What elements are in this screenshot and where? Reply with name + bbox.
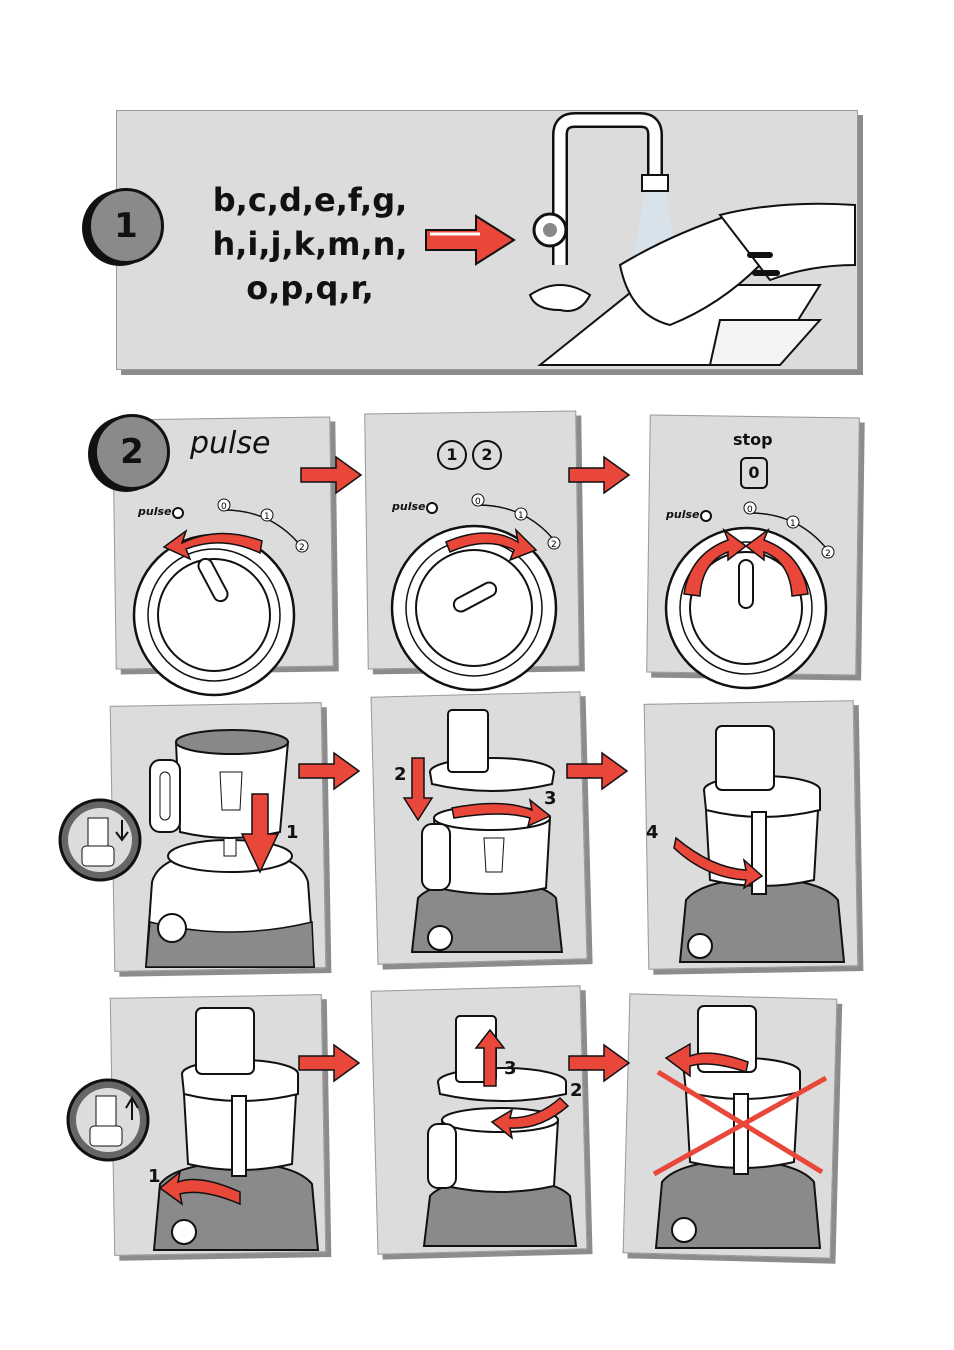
bowl-placement-illustration [144,729,316,968]
removal-inset-icon [66,1078,150,1162]
assembly-inset-icon [58,798,142,882]
next-arrow-icon [566,751,629,791]
dial1-pulse-label: pulse [138,505,172,518]
next-arrow-icon [300,455,363,495]
speed-2-badge: 2 [472,440,502,470]
dial-speed-illustration: 0 1 2 [390,493,561,692]
dial-stop-illustration: 0 1 2 [664,501,835,690]
lid-placement-illustration [402,709,564,953]
step-number-2: 2 [394,764,407,785]
step1-badge: 1 [88,188,164,264]
next-arrow-icon [568,455,631,495]
letters-line-2: h,i,j,k,m,n, [212,225,408,263]
svg-text:0: 0 [747,505,753,515]
dial-pulse-illustration: 0 1 2 [132,498,309,697]
letters-line-3: o,p,q,r, [246,269,374,307]
svg-text:1: 1 [518,511,524,521]
letters-line-1: b,c,d,e,f,g, [212,181,408,219]
step1-letter-list: b,c,d,e,f,g, h,i,j,k,m,n, o,p,q,r, [190,178,430,310]
svg-text:1: 1 [264,512,270,522]
dial2-pulse-label: pulse [392,500,426,513]
stop-badge: 0 [740,457,768,489]
next-arrow-icon [298,1043,361,1083]
svg-text:0: 0 [475,497,481,507]
speed-1-badge: 1 [437,440,467,470]
locked-bowl-illustration [673,725,846,963]
step-number-4: 4 [646,822,659,843]
removal-number-3: 3 [504,1058,517,1079]
svg-text:0: 0 [221,502,227,512]
faucet-washing-illustration [528,112,856,366]
incorrect-removal-illustration [652,1005,828,1249]
svg-text:2: 2 [299,543,305,553]
dial3-pulse-label: pulse [666,508,700,521]
remove-lid-illustration [422,1015,578,1247]
step2-title: pulse [190,426,271,461]
next-arrow-icon [298,751,361,791]
removal-number-2: 2 [570,1080,583,1101]
svg-text:2: 2 [825,549,831,559]
step-number-3: 3 [544,788,557,809]
svg-text:1: 1 [790,519,796,529]
stop-label: stop [733,430,773,449]
step-number-1: 1 [286,822,299,843]
svg-text:2: 2 [551,540,557,550]
next-arrow-icon [568,1043,631,1083]
wash-arrow-icon [425,214,516,266]
unlock-bowl-illustration [152,1007,320,1251]
removal-number-1: 1 [148,1166,161,1187]
step2-badge: 2 [94,414,170,490]
